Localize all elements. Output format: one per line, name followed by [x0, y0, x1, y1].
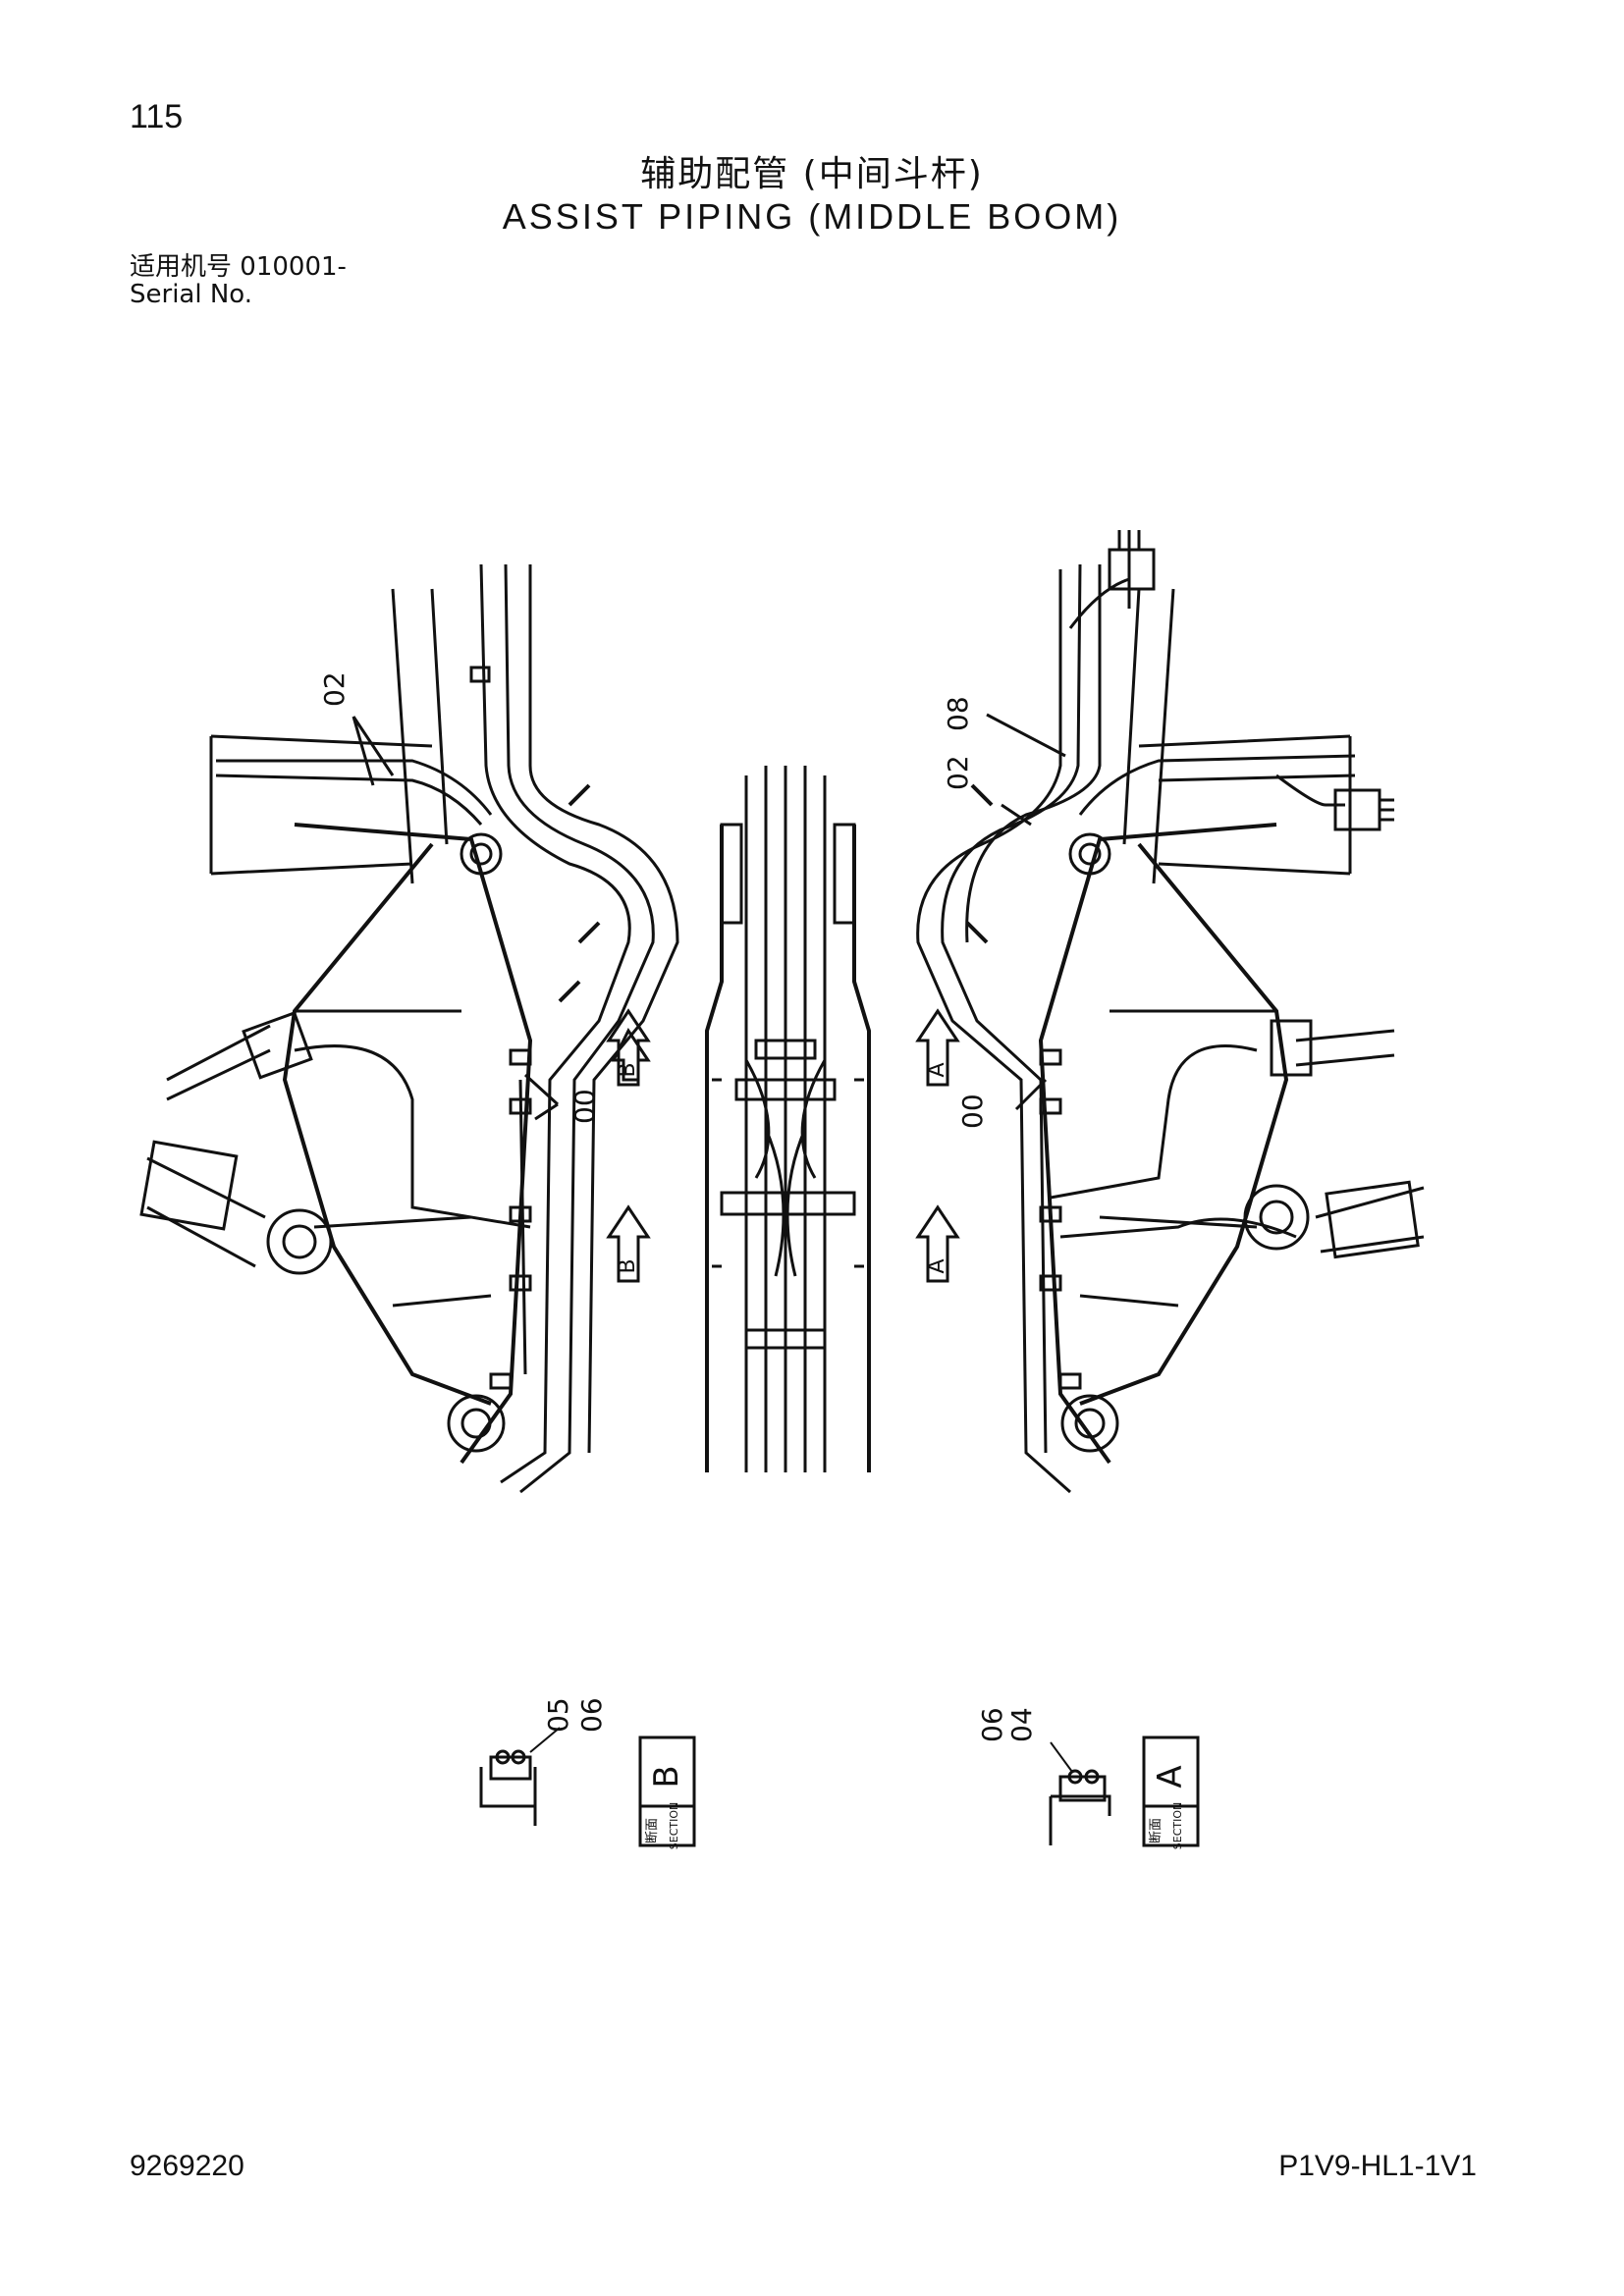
serial-info: 适用机号 010001- Serial No. — [130, 253, 347, 308]
serial-range: 010001- — [240, 252, 347, 282]
left-boom-view — [139, 563, 679, 1494]
callout-left-02: 02 — [318, 671, 351, 707]
callout-b-06: 06 — [575, 1697, 608, 1733]
section-b-en-label: SECTION — [668, 1802, 680, 1849]
section-a-cn-label: 断面 — [1149, 1818, 1164, 1843]
callout-a-06: 06 — [976, 1707, 1008, 1742]
arrow-a-upper — [915, 1008, 960, 1087]
callout-left-00: 00 — [568, 1089, 601, 1124]
section-b-cn-label: 断面 — [645, 1818, 660, 1843]
callout-right-02: 02 — [942, 755, 974, 790]
callout-b-05: 05 — [542, 1697, 574, 1733]
callout-a-04: 04 — [1005, 1707, 1038, 1742]
arrow-label-a-upper: A — [925, 1062, 949, 1077]
title-chinese: 辅助配管 (中间斗杆) — [640, 154, 984, 194]
model-code: P1V9-HL1-1V1 — [1278, 2150, 1477, 2182]
section-detail-b — [479, 1727, 696, 1847]
arrow-a-lower — [915, 1204, 960, 1283]
section-b-letter: B — [647, 1765, 686, 1788]
serial-label-cn: 适用机号 — [130, 252, 233, 282]
section-detail-a — [1049, 1735, 1200, 1847]
arrow-label-b-upper: B — [616, 1062, 640, 1077]
serial-line-cn: 适用机号 010001- — [130, 253, 347, 281]
callout-right-00: 00 — [956, 1094, 989, 1129]
arrow-b-upper — [606, 1008, 651, 1087]
right-boom-view — [916, 530, 1425, 1494]
page-number: 115 — [130, 98, 184, 135]
section-a-en-label: SECTION — [1171, 1802, 1184, 1849]
center-top-view — [705, 766, 871, 1472]
section-a-letter: A — [1151, 1765, 1190, 1788]
arrow-b-lower — [606, 1204, 651, 1283]
arrow-label-b-lower: B — [616, 1258, 640, 1273]
callout-right-08: 08 — [942, 696, 974, 731]
serial-label-en: Serial No. — [130, 280, 252, 309]
arrow-label-a-lower: A — [925, 1258, 949, 1273]
title-english: ASSIST PIPING (MIDDLE BOOM) — [502, 196, 1122, 237]
document-code: 9269220 — [130, 2150, 244, 2182]
